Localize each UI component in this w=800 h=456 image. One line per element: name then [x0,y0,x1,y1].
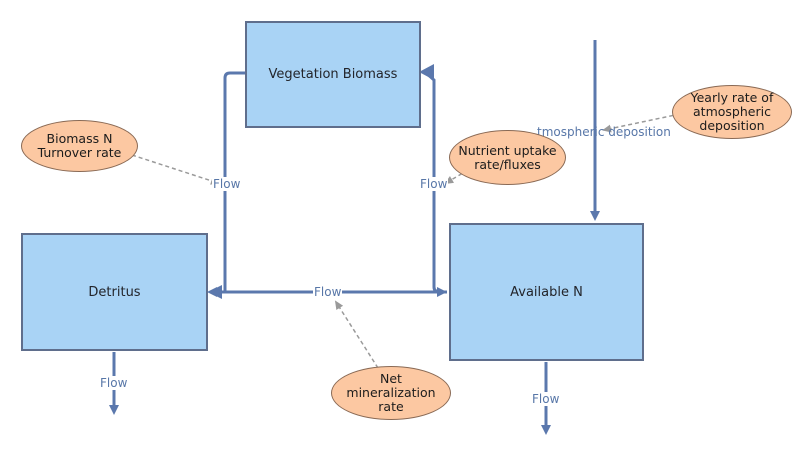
biomass-turnover-rate-oval[interactable]: Biomass N Turnover rate [21,120,138,172]
available-n-stock[interactable]: Available N [449,223,644,361]
uptake-link [444,169,469,185]
turnover-link [131,154,220,185]
available-outflow-label: Flow [531,392,561,406]
vegetation-biomass-label: Vegetation Biomass [268,67,398,82]
net-mineralization-rate-oval[interactable]: Net mineralization rate [331,366,451,420]
deposition-rate-link [602,113,681,133]
mineralization-flow-arrowhead-left [208,285,222,299]
turnover-flow-pipe [207,71,246,297]
mineralization-link [334,300,379,369]
detritus-stock[interactable]: Detritus [21,233,208,351]
mineralization-flow-label: Flow [313,285,343,299]
vegetation-biomass-stock[interactable]: Vegetation Biomass [245,21,421,128]
available-n-label: Available N [510,284,583,300]
uptake-flow-label: Flow [419,177,449,191]
uptake-flow-arrowhead [419,64,434,80]
atmospheric-deposition-label: tmospheric deposition [537,125,671,139]
nutrient-uptake-rate-oval[interactable]: Nutrient uptake rate/fluxes [449,130,566,185]
detritus-outflow-label: Flow [99,376,129,390]
nutrient-uptake-rate-label: Nutrient uptake rate/fluxes [458,142,557,172]
turnover-flow-label: Flow [212,177,242,191]
biomass-turnover-rate-label: Biomass N Turnover rate [37,131,122,160]
net-mineralization-rate-label: Net mineralization rate [346,371,436,414]
atmospheric-deposition-rate-label: Yearly rate of atmospheric deposition [690,90,774,133]
atmospheric-deposition-rate-oval[interactable]: Yearly rate of atmospheric deposition [672,85,792,139]
detritus-label: Detritus [88,284,141,300]
